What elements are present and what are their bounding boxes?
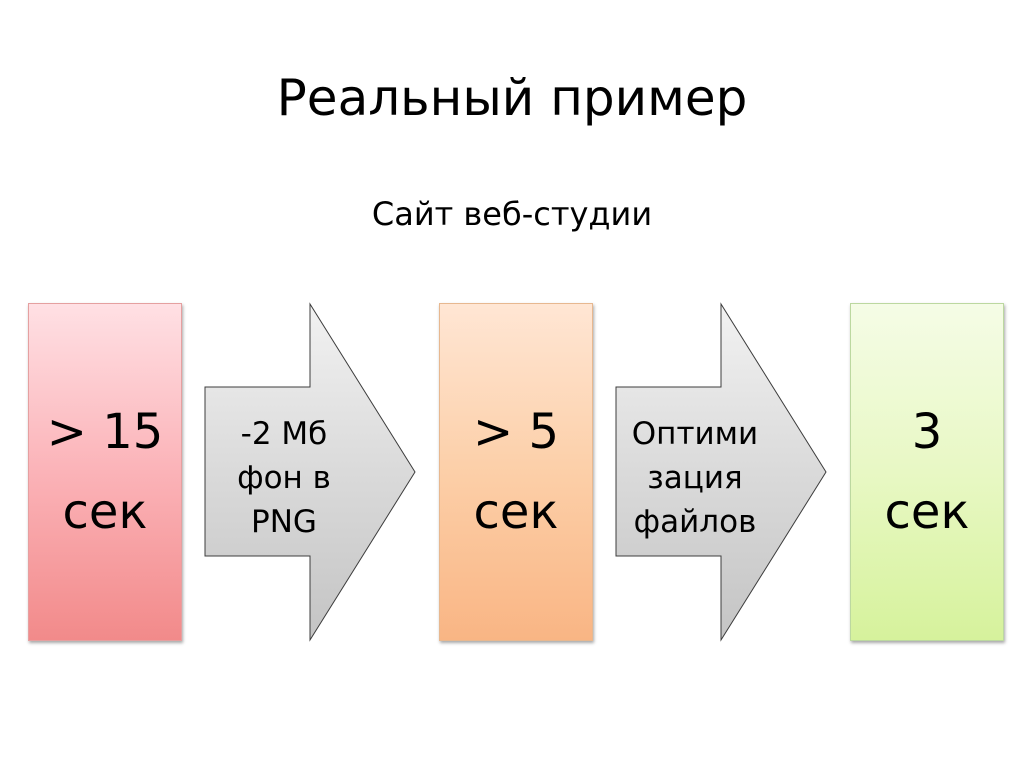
step-label-line: -2 Мб — [240, 416, 328, 452]
load-time-before-unit: сек — [62, 484, 148, 540]
slide-subtitle: Сайт веб-студии — [371, 195, 653, 233]
step-arrow-png-background: -2 Мб фон в PNG — [204, 302, 416, 642]
load-time-after-value: 3 — [911, 404, 943, 460]
load-time-middle-unit: сек — [473, 484, 559, 540]
step-arrow-file-optimization: Оптими зация файлов — [615, 302, 827, 642]
step-label-line: PNG — [251, 504, 317, 540]
load-time-after-box: 3 сек — [850, 303, 1004, 641]
step-label-line: фон в — [237, 460, 331, 496]
step-label-line: файлов — [633, 504, 757, 540]
arrow-right-icon — [615, 302, 827, 642]
step-label-line: зация — [647, 460, 743, 496]
step-arrow-label: -2 Мб фон в PNG — [204, 400, 364, 556]
load-time-after-unit: сек — [884, 484, 970, 540]
arrow-right-icon — [204, 302, 416, 642]
step-arrow-label: Оптими зация файлов — [615, 400, 775, 556]
step-label-line: Оптими — [631, 416, 759, 452]
load-time-before-box: > 15 сек — [28, 303, 182, 641]
slide-title: Реальный пример — [276, 69, 748, 127]
load-time-middle-value: > 5 — [472, 404, 559, 460]
load-time-before-value: > 15 — [46, 404, 164, 460]
load-time-middle-box: > 5 сек — [439, 303, 593, 641]
